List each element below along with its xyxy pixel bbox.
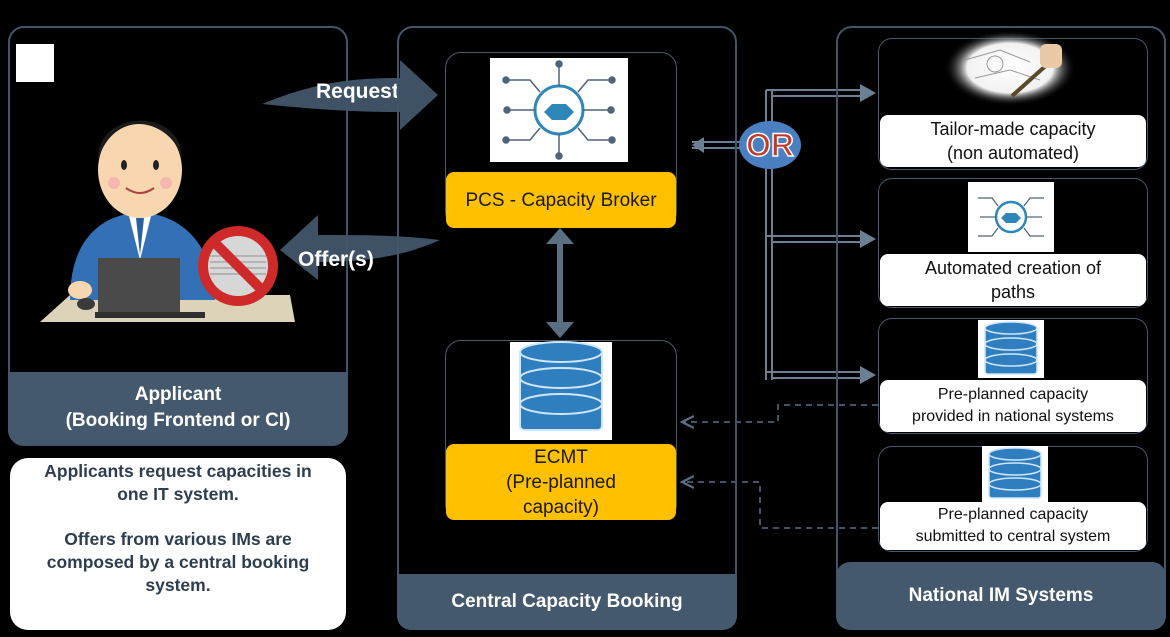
- ecmt-line-1: ECMT: [534, 446, 588, 468]
- preplanned-central-label: Pre-planned capacity submitted to centra…: [880, 502, 1146, 550]
- preplanned-central-line-2: submitted to central system: [915, 528, 1111, 545]
- pcs-ecmt-bidirectional-arrow: [546, 228, 574, 338]
- tailor-made-line-2: (non automated): [946, 143, 1080, 163]
- note-line-2: one IT system.: [117, 484, 239, 504]
- offers-label: Offer(s): [298, 248, 374, 271]
- summary-note: Applicants request capacities in one IT …: [10, 458, 346, 630]
- pcs-capacity-broker: PCS - Capacity Broker: [446, 172, 676, 228]
- applicant-subtitle: (Booking Frontend or CI): [65, 410, 291, 431]
- note-line-4: composed by a central booking: [46, 552, 310, 572]
- ecmt-line-3: capacity): [522, 496, 600, 518]
- note-line-5: system.: [145, 575, 211, 595]
- note-line-1: Applicants request capacities in: [44, 461, 312, 481]
- applicant-panel: [8, 26, 348, 446]
- preplanned-national-line-2: provided in national systems: [912, 408, 1114, 425]
- offers-arrow: [280, 215, 440, 280]
- request-arrow: [262, 60, 438, 130]
- note-line-3: Offers from various IMs are: [64, 529, 292, 549]
- preplanned-national-line-1: Pre-planned capacity: [937, 386, 1089, 403]
- dashed-connectors: [682, 404, 878, 529]
- preplanned-central-line-1: Pre-planned capacity: [937, 506, 1089, 523]
- tailor-made-line-1: Tailor-made capacity: [930, 119, 1096, 139]
- applicant-footer: Applicant (Booking Frontend or CI): [8, 372, 348, 444]
- national-item-automated: [878, 178, 1148, 308]
- tailor-made-label: Tailor-made capacity (non automated): [880, 115, 1146, 167]
- or-label: OR: [745, 126, 795, 164]
- automated-line-2: paths: [990, 282, 1036, 302]
- preplanned-national-label: Pre-planned capacity provided in nationa…: [880, 380, 1146, 432]
- white-square-icon: [16, 44, 54, 82]
- automated-label: Automated creation of paths: [880, 254, 1146, 306]
- central-footer: Central Capacity Booking: [397, 574, 737, 630]
- applicant-title: Applicant: [134, 384, 222, 405]
- national-item-preplanned-national: [878, 318, 1148, 434]
- request-label: Request: [316, 80, 399, 103]
- automated-line-1: Automated creation of: [924, 258, 1102, 278]
- national-footer: National IM Systems: [836, 562, 1166, 630]
- ecmt-line-2: (Pre-planned: [506, 471, 616, 493]
- ecmt-label: ECMT (Pre-planned capacity): [446, 444, 676, 520]
